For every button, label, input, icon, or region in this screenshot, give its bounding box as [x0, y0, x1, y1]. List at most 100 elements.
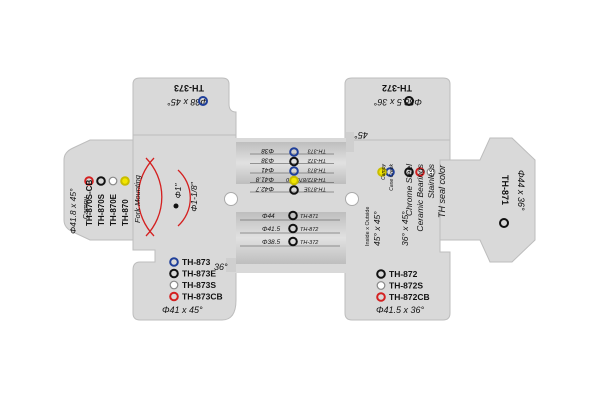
seal-legend-dot — [377, 167, 387, 177]
left-wing-model-dot — [108, 176, 118, 186]
upper-row-diameter: Φ41.8 — [256, 176, 274, 183]
fork-mounting-gauge: Fork Mounting Φ1" Φ1-1/8" — [133, 157, 199, 237]
seal-legend-dot — [404, 167, 414, 177]
plate-left-body — [132, 134, 237, 321]
upper-row-dot — [289, 185, 299, 195]
plate-lobe-top-right — [344, 77, 451, 151]
fork-arc-inner — [177, 169, 191, 227]
upper-row: TH-373 Φ38 — [261, 147, 326, 154]
bottom-left-model-dot — [169, 268, 179, 279]
upper-row-model: TH-373 — [307, 148, 326, 154]
fork-mounting-title: Fork Mounting — [133, 174, 142, 223]
seal-size-36-label: 36° x 45° — [400, 211, 410, 246]
upper-row-dot — [289, 166, 299, 176]
top-left-model-label: TH-373 — [174, 83, 204, 93]
seal-size-45-label: 45° x 45° — [372, 211, 382, 246]
top-left-size-label: Φ38 x 45° — [167, 97, 208, 107]
lower-row-dot — [288, 223, 298, 234]
bottom-right-size-label: Φ41.5 x 36° — [376, 305, 425, 315]
lower-row-dot — [288, 210, 298, 221]
bottom-left-model-label: TH-873CB — [182, 292, 223, 302]
mount-hole-right — [345, 192, 359, 206]
top-right-model-dot — [404, 96, 414, 106]
top-right-lobe-text: Φ38.5 x 36° TH-372 — [373, 83, 422, 107]
seal-legend-item-label: Cane Creek — [389, 164, 395, 191]
plate-lobe-top-left — [132, 77, 237, 141]
bottom-left-model-label: TH-873 — [182, 257, 211, 267]
lower-row-dot — [288, 236, 298, 247]
seal-legend-item-label: Stainless — [426, 163, 436, 198]
upper-row-dot — [289, 147, 299, 157]
bottom-right-model-dot — [376, 292, 386, 302]
upper-row-diameter: Φ42.7 — [256, 185, 274, 192]
seal-legend-item-label: Campy — [381, 164, 387, 180]
lower-row-model: TH-372 — [300, 240, 318, 246]
seal-legend-dot — [415, 167, 425, 177]
bottom-right-model-label: TH-872 — [389, 269, 418, 279]
bottom-right-model-dot — [376, 281, 386, 290]
lower-row-diameter: Φ44 — [262, 213, 275, 220]
left-wing-model-label: TH-870S-CB — [85, 180, 94, 226]
left-wing-model-label: TH-870S — [97, 193, 106, 226]
top-left-lobe-text: Φ38 x 45° TH-373 — [167, 83, 208, 107]
bottom-left-model-label: TH-873S — [182, 280, 216, 290]
bottom-right-model-label: TH-872S — [389, 281, 423, 291]
seal-legend-item-label: Ceramic Bearings — [415, 163, 425, 231]
left-wing-model-dot — [120, 176, 130, 186]
upper-row-diameter: Φ38 — [261, 157, 274, 164]
fork-center-dot — [173, 203, 179, 209]
bottom-left-size-label: Φ41 x 45° — [162, 305, 203, 315]
top-right-size-label: Φ38.5 x 36° — [373, 97, 422, 107]
upper-row: TH-872/870/880 Φ41.8 — [256, 176, 326, 183]
bottom-left-model-dot — [169, 257, 179, 267]
right-wing-labels: Φ44 x 36° TH-871 — [500, 170, 526, 211]
right-wing-size-label: Φ44 x 36° — [516, 170, 526, 211]
plate-right-wing — [439, 137, 536, 263]
right-notch — [346, 132, 354, 152]
left-wing-model-dot — [84, 176, 94, 186]
fork-arc-left — [137, 157, 155, 237]
upper-row-diameter: Φ38 — [261, 147, 274, 154]
bottom-right-model-label: TH-872CB — [389, 292, 430, 302]
angle-right-top-label: 45° — [354, 130, 368, 140]
upper-row-model: TH-372 — [308, 157, 326, 163]
upper-row-dot — [289, 156, 299, 167]
left-wing-size-label: Φ41.8 x 45° — [68, 188, 78, 234]
top-right-model-label: TH-372 — [382, 83, 412, 93]
mount-hole-left — [224, 192, 238, 206]
left-wing-model-label: TH-870 — [121, 199, 130, 226]
bottom-left-model-dot — [169, 280, 179, 290]
upper-row-model: TH-873 — [307, 167, 326, 173]
right-wing-model-dot — [499, 218, 509, 228]
upper-row-model: TH-872/870/880 — [285, 176, 326, 182]
left-wing-model-dot — [96, 176, 106, 186]
fork-phi118-label: Φ1-1/8" — [189, 181, 199, 211]
fork-phi1-label: Φ1" — [173, 183, 183, 199]
top-left-model-dot — [198, 96, 208, 106]
left-notch — [226, 258, 236, 272]
seal-legend-item-label: Chrome Steel — [404, 163, 414, 216]
right-wing-model-label: TH-871 — [500, 175, 510, 205]
left-wing-model-label: TH-870E — [109, 193, 118, 226]
bottom-right-model-dot — [376, 269, 386, 279]
bottom-left-model-label: TH-873E — [182, 269, 216, 279]
lower-row-model: TH-872 — [300, 227, 318, 233]
left-wing-brand-label: Campy — [83, 196, 90, 219]
plate-left-wing — [63, 139, 134, 241]
lower-row-diameter: Φ38.5 — [262, 239, 280, 246]
bottom-left-model-dot — [169, 291, 179, 302]
upper-row-model: TH-873E — [304, 186, 326, 192]
fork-arc-outer — [145, 157, 163, 237]
upper-row-diameter: Φ41 — [261, 166, 274, 173]
upper-row: TH-372 Φ38 — [261, 157, 326, 164]
lower-row-diameter: Φ41.5 — [262, 226, 280, 233]
seal-inside-outside-label: Inside x Outside — [365, 207, 371, 246]
upper-row: TH-873 Φ41 — [261, 166, 326, 173]
